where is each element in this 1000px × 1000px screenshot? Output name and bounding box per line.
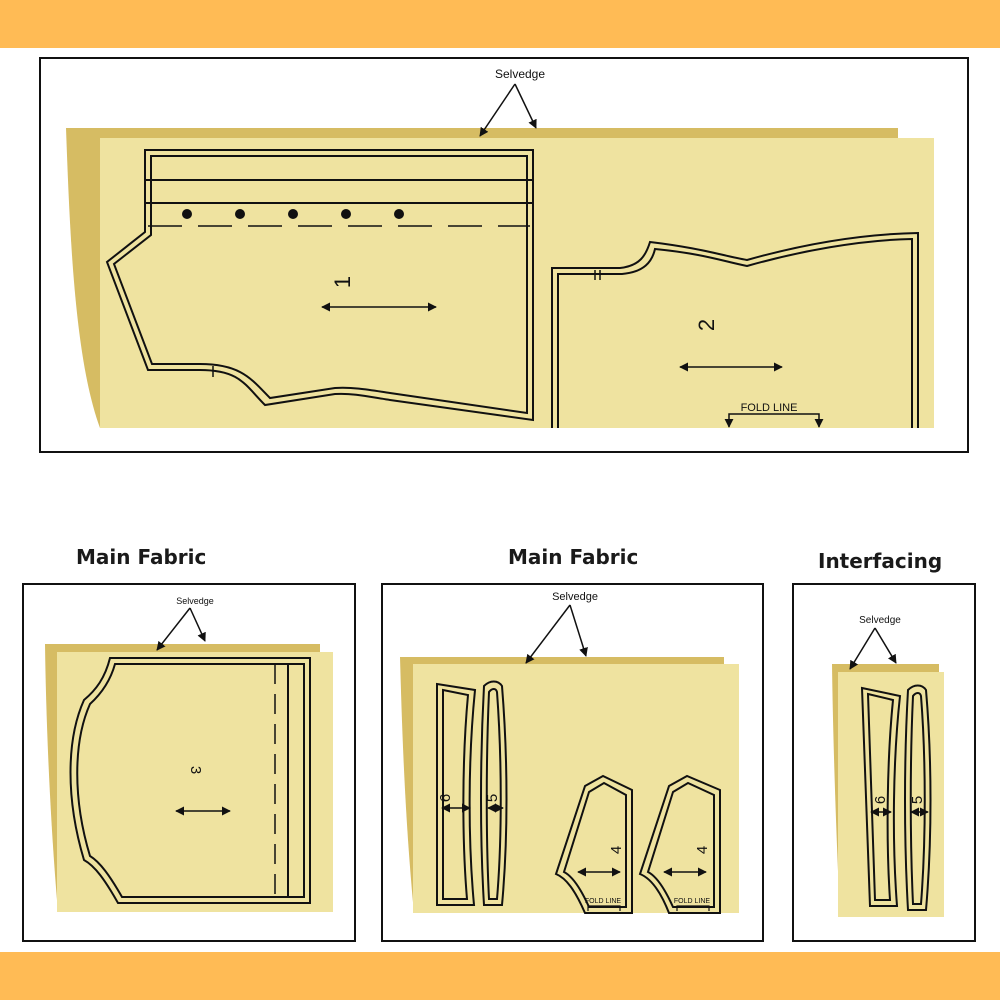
fold-line-label: FOLD LINE [585, 898, 622, 905]
pattern-piece-4: 4 FOLD LINE [554, 774, 633, 914]
piece-number: 5 [484, 794, 501, 802]
interfacing-panel: Selvedge 6 5 [792, 583, 976, 942]
selvedge-arrow [514, 83, 537, 129]
pattern-piece-5: 5 [480, 680, 508, 906]
piece-number: 4 [608, 846, 625, 854]
button-mark [341, 209, 351, 219]
fold-line-label: FOLD LINE [741, 402, 798, 414]
pattern-piece-6: 6 [436, 682, 477, 906]
pattern-piece-5: 5 [904, 684, 932, 911]
heading-interfacing: Interfacing [818, 549, 943, 573]
button-mark [182, 209, 192, 219]
selvedge-arrow [849, 627, 876, 670]
pattern-piece-6: 6 [860, 686, 902, 907]
button-mark [394, 209, 404, 219]
button-mark [288, 209, 298, 219]
selvedge-arrow [569, 604, 588, 657]
fabric-layer [413, 664, 739, 913]
selvedge-label: Selvedge [176, 596, 214, 606]
piece-number: 4 [694, 846, 711, 854]
pattern-piece-2: 2 FOLD LINE [551, 231, 919, 428]
heading-main-fabric-middle: Main Fabric [508, 545, 639, 569]
top-layout-panel: Selvedge 1 2 FOLD LINE [39, 57, 969, 453]
pattern-piece-4: 4 FOLD LINE [638, 774, 721, 914]
bottom-band [0, 952, 1000, 1000]
selvedge-arrow [525, 604, 571, 664]
fold-line-label: FOLD LINE [674, 898, 711, 905]
piece-number: 1 [330, 276, 355, 288]
selvedge-label: Selvedge [495, 67, 545, 81]
piece-number: 2 [694, 319, 719, 331]
selvedge-label: Selvedge [859, 615, 901, 626]
selvedge-arrow [156, 607, 191, 651]
heading-main-fabric-left: Main Fabric [76, 545, 207, 569]
piece-number: 5 [909, 796, 926, 804]
piece-number: 6 [872, 796, 889, 804]
piece-number: 6 [437, 794, 454, 802]
button-mark [235, 209, 245, 219]
top-band [0, 0, 1000, 48]
pattern-piece-1: 1 [105, 149, 534, 422]
selvedge-label: Selvedge [552, 591, 598, 603]
selvedge-arrow [479, 83, 516, 137]
pattern-piece-3: 3 [69, 657, 311, 904]
piece-number: 3 [187, 766, 204, 774]
fabric-layer [100, 138, 934, 428]
main-fabric-left-panel: Selvedge 3 [22, 583, 356, 942]
main-fabric-middle-panel: Selvedge 6 5 4 FOLD LINE [381, 583, 764, 942]
selvedge-arrow [874, 627, 897, 664]
selvedge-arrow [189, 607, 206, 642]
